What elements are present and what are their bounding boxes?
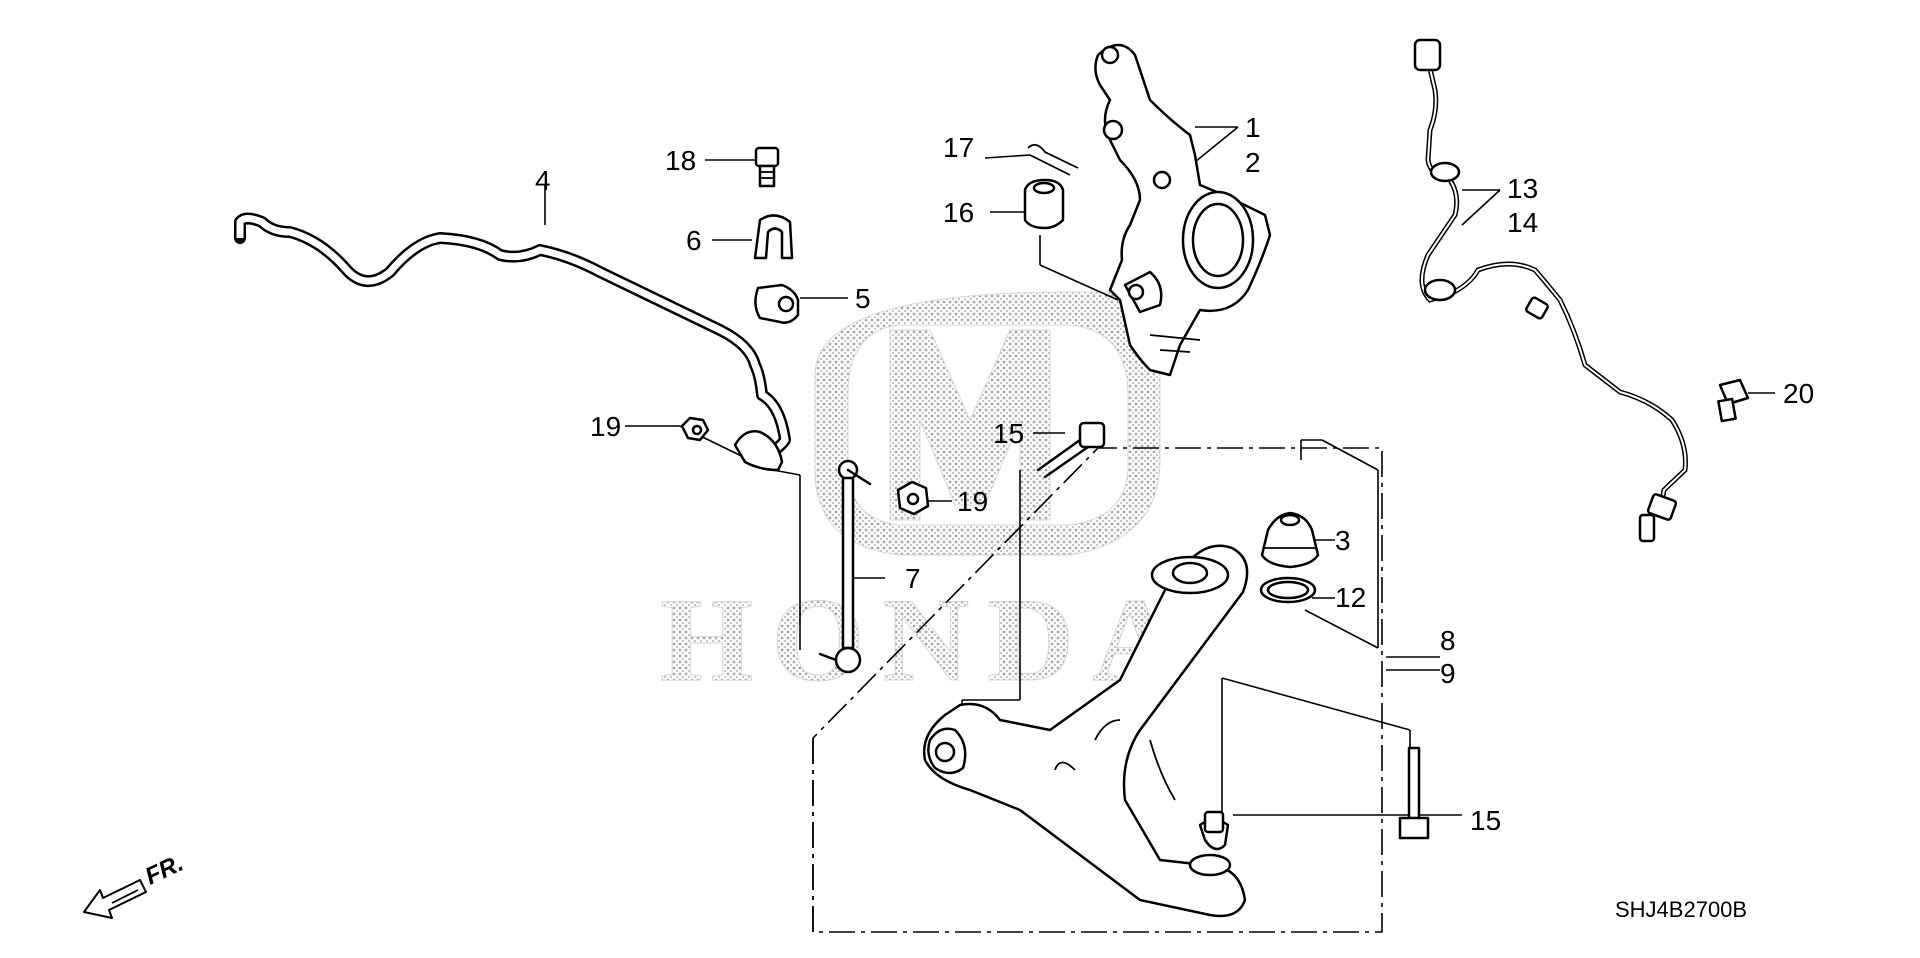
callout-18: 18 [665, 145, 696, 176]
clip-17 [1027, 143, 1079, 176]
honda-watermark: HONDA [660, 291, 1197, 707]
stabilizer-end-bushing [733, 430, 784, 472]
callout-19-right: 19 [957, 486, 988, 517]
callout-20: 20 [1783, 378, 1814, 409]
steering-knuckle-1-2 [1094, 43, 1272, 377]
callout-17: 17 [943, 132, 974, 163]
snap-ring-12 [1259, 576, 1317, 604]
callout-7: 7 [905, 563, 921, 594]
diagram-code: SHJ4B2700B [1615, 897, 1747, 922]
callout-16: 16 [943, 197, 974, 228]
nut-16 [1023, 178, 1065, 230]
callout-19-left: 19 [590, 411, 621, 442]
callout-8: 8 [1440, 625, 1456, 656]
callout-2: 2 [1245, 147, 1261, 178]
callout-labels: 1 2 3 4 5 6 7 8 9 12 13 14 15 15 16 17 1… [535, 112, 1814, 836]
callout-13: 13 [1507, 173, 1538, 204]
callout-3: 3 [1335, 525, 1351, 556]
bolt-18 [754, 146, 780, 188]
nut-19a [680, 416, 710, 442]
callout-6: 6 [686, 225, 702, 256]
assembly-boundary [812, 447, 1383, 933]
callout-12: 12 [1335, 582, 1366, 613]
callout-9: 9 [1440, 658, 1456, 689]
stabilizer-bar-inner [236, 215, 789, 459]
callout-15-lower: 15 [1470, 805, 1501, 836]
sensor-wire [1419, 59, 1688, 513]
watermark-wordmark: HONDA [660, 573, 1197, 706]
front-direction-arrow: FR. [83, 850, 188, 919]
bolt-20 [1717, 378, 1750, 423]
leader-lines [544, 126, 1775, 820]
callout-4: 4 [535, 165, 551, 196]
bolt-15b [1398, 746, 1430, 840]
lower-arm-8-9 [922, 544, 1249, 918]
callout-15-upper: 15 [993, 418, 1024, 449]
bushing-5 [754, 283, 800, 324]
bracket-6 [753, 214, 794, 260]
bolt-15a [1036, 421, 1106, 479]
boot-3 [1260, 511, 1320, 569]
sensor-harness-13-14 [1413, 38, 1688, 543]
stabilizer-link-7 [818, 459, 872, 674]
callout-5: 5 [855, 283, 871, 314]
nut-19b [896, 480, 930, 516]
callout-14: 14 [1507, 207, 1538, 238]
direction-label: FR. [141, 850, 187, 891]
callout-1: 1 [1245, 112, 1261, 143]
